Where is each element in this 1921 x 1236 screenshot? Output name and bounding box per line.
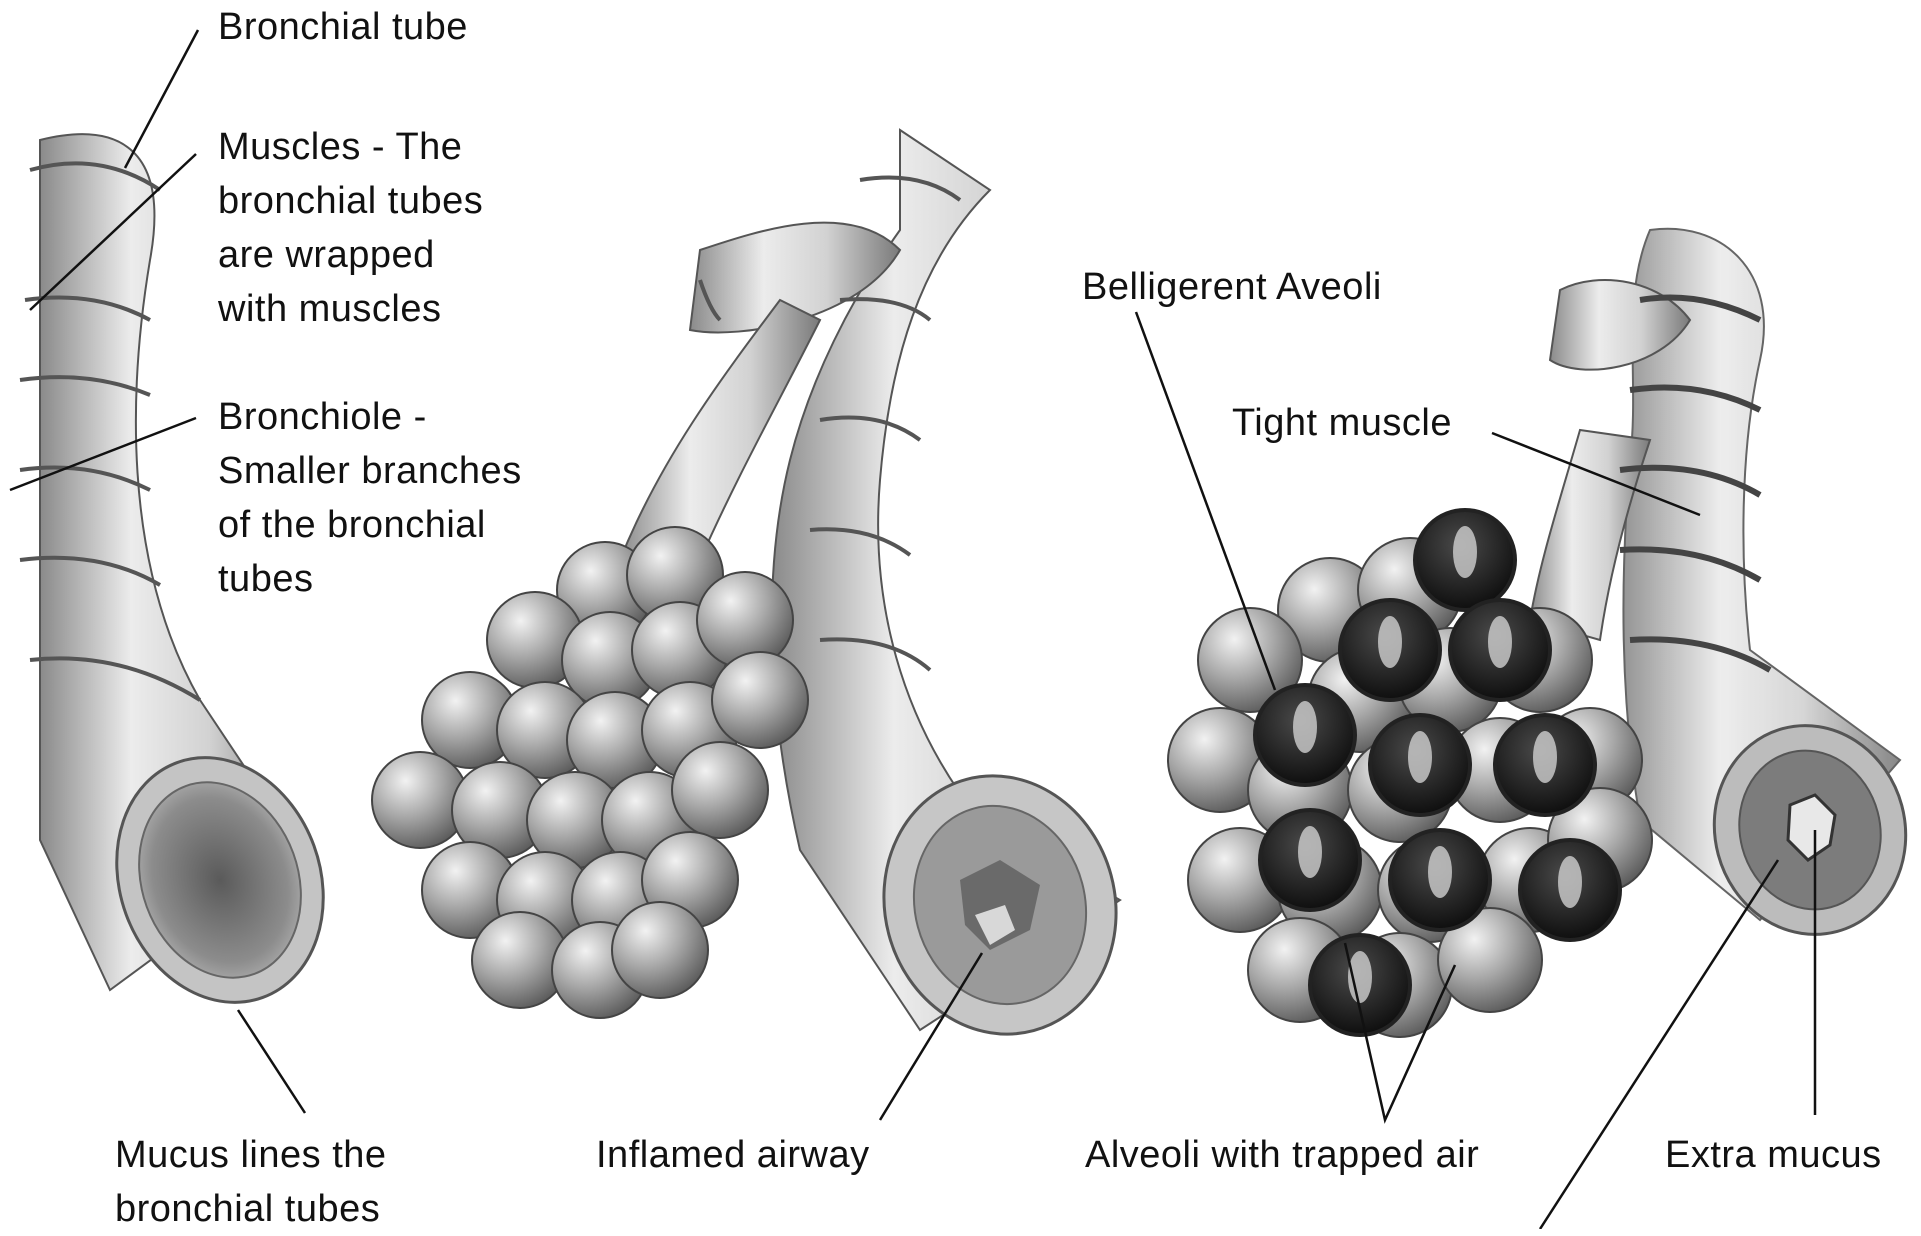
label-line: of the bronchial xyxy=(218,498,522,552)
trapped-air-highlight xyxy=(1408,731,1432,783)
trapped-air-highlight xyxy=(1298,826,1322,878)
trapped-air-highlight xyxy=(1533,731,1557,783)
label-inflamed-airway: Inflamed airway xyxy=(596,1128,870,1182)
alveolus xyxy=(672,742,768,838)
label-line: bronchial tubes xyxy=(115,1182,387,1236)
label-text: Extra mucus xyxy=(1665,1128,1882,1182)
label-extra-mucus: Extra mucus xyxy=(1665,1128,1882,1182)
label-line: bronchial tubes xyxy=(218,174,483,228)
label-text: Belligerent Aveoli xyxy=(1082,260,1382,314)
trapped-air-highlight xyxy=(1428,846,1452,898)
label-mucus-lines: Mucus lines the bronchial tubes xyxy=(115,1128,387,1236)
alveolus xyxy=(712,652,808,748)
leader-mucus-lines xyxy=(238,1010,305,1113)
leader-bronchial-tube xyxy=(125,30,198,168)
label-bronchiole: Bronchiole - Smaller branches of the bro… xyxy=(218,390,522,606)
trapped-air-highlight xyxy=(1488,616,1512,668)
label-muscles: Muscles - The bronchial tubes are wrappe… xyxy=(218,120,483,336)
trapped-air-highlight xyxy=(1293,701,1317,753)
alveolus xyxy=(612,902,708,998)
label-line: Muscles - The xyxy=(218,120,483,174)
label-text: Bronchial tube xyxy=(218,0,468,54)
label-line: Bronchiole - xyxy=(218,390,522,444)
label-tight-muscle: Tight muscle xyxy=(1232,396,1452,450)
trapped-air-highlight xyxy=(1378,616,1402,668)
label-text: Inflamed airway xyxy=(596,1128,870,1182)
label-text: Tight muscle xyxy=(1232,396,1452,450)
label-line: tubes xyxy=(218,552,522,606)
label-belligerent-aveoli: Belligerent Aveoli xyxy=(1082,260,1382,314)
label-text: Alveoli with trapped air xyxy=(1085,1128,1479,1182)
label-line: with muscles xyxy=(218,282,483,336)
label-line: Mucus lines the xyxy=(115,1128,387,1182)
label-alveoli-trapped-air: Alveoli with trapped air xyxy=(1085,1128,1479,1182)
label-line: Smaller branches xyxy=(218,444,522,498)
trapped-air-highlight xyxy=(1453,526,1477,578)
label-bronchial-tube: Bronchial tube xyxy=(218,0,468,54)
label-line: are wrapped xyxy=(218,228,483,282)
trapped-air-highlight xyxy=(1558,856,1582,908)
